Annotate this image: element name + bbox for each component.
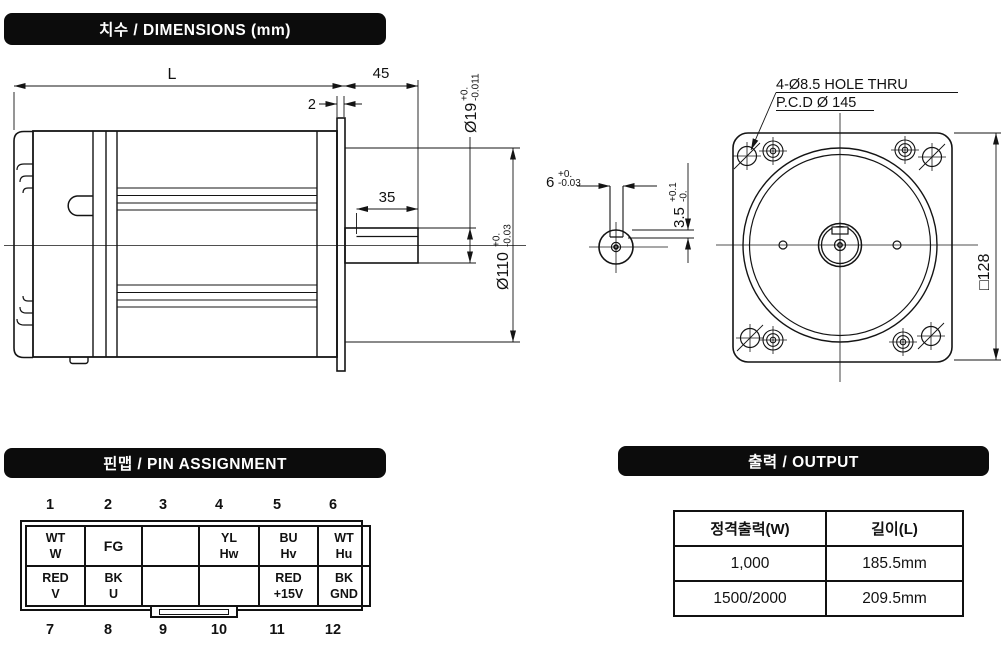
pin-number-8: 8 bbox=[103, 622, 113, 638]
flange-square bbox=[732, 132, 953, 363]
pin-number-12: 12 bbox=[324, 622, 342, 638]
hole-callout-leader bbox=[750, 92, 777, 151]
svg-text:3.5: 3.5 bbox=[671, 207, 688, 228]
pin-cell-10 bbox=[200, 567, 258, 605]
pin-cell-2: FG bbox=[103, 537, 124, 554]
pin-number-4: 4 bbox=[214, 497, 224, 513]
key-width-tolerance-upper: +0. bbox=[558, 169, 572, 180]
hole-callout-line1: 4-Ø8.5 HOLE THRU bbox=[776, 77, 908, 93]
pin-number-3: 3 bbox=[158, 497, 168, 513]
pin-number-2: 2 bbox=[103, 497, 113, 513]
dim-45-label: 45 bbox=[373, 65, 390, 82]
pinmap-header-title: 핀맵 / PIN ASSIGNMENT bbox=[103, 456, 287, 473]
key-depth-tolerance-lower: -0. bbox=[679, 190, 690, 202]
dimensions-header-title: 치수 / DIMENSIONS (mm) bbox=[99, 22, 291, 39]
motor-body bbox=[32, 130, 338, 358]
rear-cap bbox=[13, 130, 33, 359]
side-view-dimensions bbox=[13, 83, 520, 343]
pin-number-6: 6 bbox=[328, 497, 338, 513]
front-flange bbox=[336, 117, 346, 372]
bottom-foot bbox=[69, 357, 89, 365]
length-header: 길이(L) bbox=[825, 510, 964, 547]
svg-text:□128: □128 bbox=[976, 254, 993, 290]
pin-number-5: 5 bbox=[272, 497, 282, 513]
dim-35-label: 35 bbox=[379, 189, 396, 206]
key-width-tolerance-lower: -0.03 bbox=[558, 178, 581, 189]
output-header-bar: 출력 / OUTPUT bbox=[618, 446, 989, 476]
pin-cell-9 bbox=[143, 567, 198, 605]
key-width-label: 6 bbox=[546, 174, 554, 191]
svg-text:Ø110: Ø110 bbox=[495, 252, 512, 290]
output-spec-table: 정격출력(W) 길이(L) 1,000 185.5mm 1500/2000 20… bbox=[673, 510, 964, 617]
face-hole-left bbox=[778, 240, 788, 250]
shaft-diameter-tolerance-upper: +0. bbox=[460, 87, 471, 101]
svg-text:Ø19: Ø19 bbox=[463, 103, 480, 133]
face-hole-right bbox=[892, 240, 902, 250]
motor-side-view bbox=[4, 80, 526, 372]
output-shaft bbox=[344, 227, 419, 264]
pilot-diameter-label: Ø110 +0. -0.03 bbox=[492, 224, 514, 290]
output-header-title: 출력 / OUTPUT bbox=[748, 454, 859, 471]
pin-number-9: 9 bbox=[158, 622, 168, 638]
pilot-diameter-tolerance-upper: +0. bbox=[492, 233, 503, 247]
pin-cell-3 bbox=[143, 527, 198, 565]
shaft-key-section bbox=[577, 163, 694, 273]
table-row: 1,000 185.5mm bbox=[673, 545, 964, 582]
pin-cell-11: RED+15V bbox=[273, 570, 304, 601]
pin-number-10: 10 bbox=[210, 622, 228, 638]
rated-output-value: 1,000 bbox=[673, 545, 827, 582]
technical-drawing: L 45 2 35 Ø19 +0. -0.011 Ø110 +0. -0.03 bbox=[4, 65, 1001, 382]
shaft-diameter-tolerance-lower: -0.011 bbox=[471, 73, 482, 101]
cooling-fins bbox=[117, 187, 317, 308]
pin-number-1: 1 bbox=[45, 497, 55, 513]
pilot-diameter-tolerance-lower: -0.03 bbox=[503, 224, 514, 247]
pin-number-7: 7 bbox=[45, 622, 55, 638]
table-row: 1500/2000 209.5mm bbox=[673, 580, 964, 617]
pinmap-header-bar: 핀맵 / PIN ASSIGNMENT bbox=[4, 448, 386, 478]
rated-output-header: 정격출력(W) bbox=[673, 510, 827, 547]
frame-size-label: □128 bbox=[976, 254, 993, 290]
length-value: 209.5mm bbox=[825, 580, 964, 617]
dim-2-label: 2 bbox=[308, 97, 316, 113]
motor-front-view bbox=[716, 91, 1001, 382]
mounting-holes bbox=[733, 142, 946, 352]
length-value: 185.5mm bbox=[825, 545, 964, 582]
dim-L-label: L bbox=[168, 66, 177, 83]
key-depth-label: 3.5 +0.1 -0. bbox=[668, 182, 690, 228]
table-header-row: 정격출력(W) 길이(L) bbox=[673, 510, 964, 547]
pcd-holes bbox=[759, 136, 919, 356]
hole-callout-line2: P.C.D Ø 145 bbox=[776, 95, 856, 111]
dimensions-header-bar: 치수 / DIMENSIONS (mm) bbox=[4, 13, 386, 45]
key-depth-tolerance-upper: +0.1 bbox=[668, 182, 679, 202]
rated-output-value: 1500/2000 bbox=[673, 580, 827, 617]
body-tab bbox=[67, 195, 93, 217]
shaft-diameter-label: Ø19 +0. -0.011 bbox=[460, 73, 482, 133]
pin-number-11: 11 bbox=[269, 622, 285, 638]
connector-latch bbox=[150, 605, 238, 618]
